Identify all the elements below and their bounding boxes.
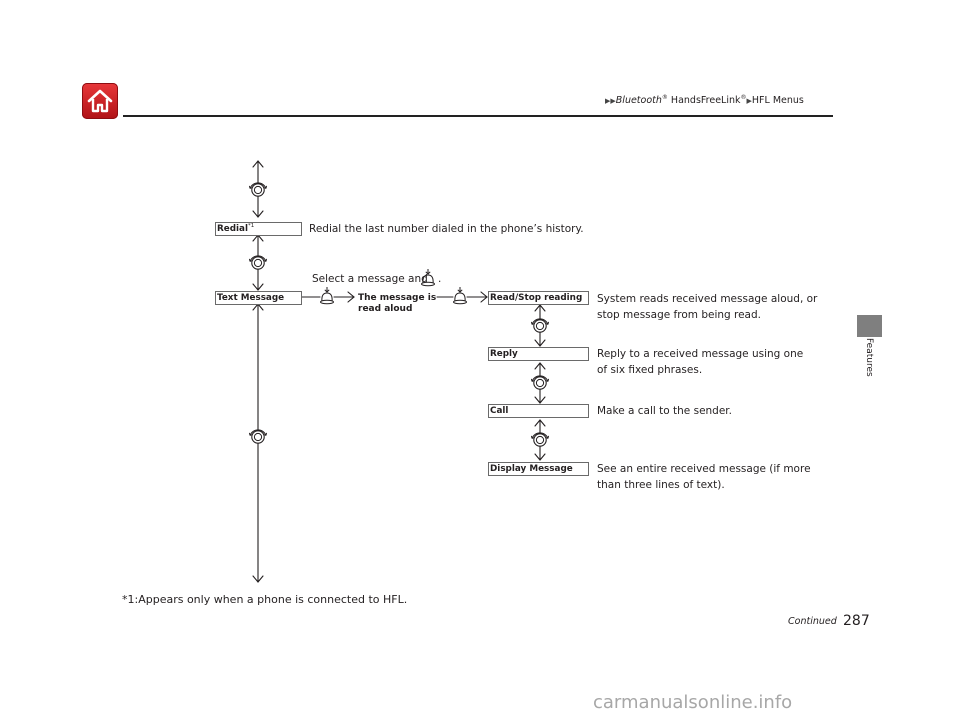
text-message-instruction-suffix: .	[438, 273, 442, 285]
breadcrumb: ▶▶Bluetooth® HandsFreeLink®▶HFL Menus	[605, 94, 804, 107]
breadcrumb-bluetooth[interactable]: Bluetooth	[615, 95, 662, 107]
interface-dial-rotate-icon	[530, 318, 550, 333]
interface-dial-press-icon	[453, 286, 467, 305]
watermark: carmanualsonline.info	[593, 692, 793, 713]
home-button[interactable]	[82, 83, 118, 119]
breadcrumb-hfl-menus[interactable]: HFL Menus	[751, 95, 804, 107]
read-stop-description-line2: stop message from being read.	[597, 309, 761, 321]
menu-item-redial[interactable]: Redial*1	[215, 222, 302, 236]
interface-dial-rotate-icon	[530, 432, 550, 447]
menu-item-call[interactable]: Call	[488, 404, 589, 418]
menu-item-display-message[interactable]: Display Message	[488, 462, 589, 476]
footnote: *1:Appears only when a phone is connecte…	[122, 593, 408, 606]
interface-dial-press-icon	[320, 286, 334, 305]
menu-item-read-stop-reading[interactable]: Read/Stop reading	[488, 291, 589, 305]
menu-item-text-message[interactable]: Text Message	[215, 291, 302, 305]
redial-description: Redial the last number dialed in the pho…	[309, 223, 584, 235]
read-aloud-line1: The message is	[358, 293, 437, 303]
home-icon	[87, 89, 113, 113]
section-tab-marker[interactable]	[857, 315, 882, 337]
reply-description-line1: Reply to a received message using one	[597, 348, 804, 360]
interface-dial-rotate-icon	[248, 429, 268, 444]
menu-item-reply[interactable]: Reply	[488, 347, 589, 361]
display-message-description-line2: than three lines of text).	[597, 479, 725, 491]
text-message-instruction-prefix: Select a message and	[312, 273, 428, 285]
breadcrumb-handsfreelink[interactable]: HandsFreeLink	[667, 95, 741, 107]
display-message-description-line1: See an entire received message (if more	[597, 463, 811, 475]
reply-description-line2: of six fixed phrases.	[597, 364, 703, 376]
page-number: 287	[843, 613, 870, 629]
interface-dial-rotate-icon	[248, 182, 268, 197]
interface-dial-rotate-icon	[248, 255, 268, 270]
interface-dial-rotate-icon	[530, 375, 550, 390]
header-rule	[123, 115, 833, 117]
read-stop-description-line1: System reads received message aloud, or	[597, 293, 818, 305]
call-description: Make a call to the sender.	[597, 405, 732, 417]
read-aloud-line2: read aloud	[358, 304, 413, 314]
continued-label: Continued	[788, 616, 837, 627]
